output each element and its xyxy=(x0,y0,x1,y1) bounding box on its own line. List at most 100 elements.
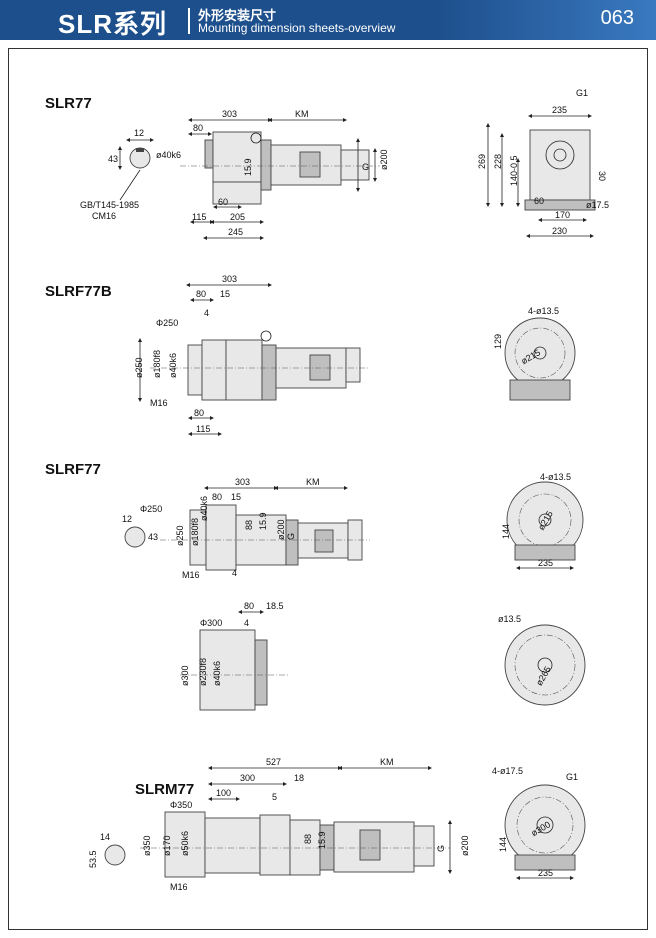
slrm77-side-holes: 4-ø17.5 xyxy=(492,766,523,776)
slrf77-dim-180: ø180f8 xyxy=(190,518,200,546)
slr77-dim-80: 80 xyxy=(193,123,203,133)
slrf77-gear-housing xyxy=(205,504,237,571)
slrf77-dim-12: 12 xyxy=(122,514,132,524)
slrm77-dim-18: 18 xyxy=(294,773,304,783)
slrm77-dim-14: 14 xyxy=(100,832,110,842)
slr77-side-30: 30 xyxy=(597,171,607,181)
slr77-dim-245: 245 xyxy=(228,227,243,237)
header-bar: SLR系列 外形安装尺寸 Mounting dimension sheets-o… xyxy=(0,0,656,40)
slrm77-shaft: ø50k6 xyxy=(180,831,190,856)
slrf77-side-235: 235 xyxy=(538,558,553,568)
variant300-section: 80 18.5 Φ300 4 ø300 ø230f8 ø40k6 ø13.5 ø… xyxy=(180,601,586,711)
slrf77b-dim-80b: 80 xyxy=(194,408,204,418)
variant300-side-flange xyxy=(504,624,586,706)
slr77-side-60: 60 xyxy=(534,196,544,206)
slrf77-dim-159: 15.9 xyxy=(258,512,268,530)
slrm77-side-144: 144 xyxy=(498,837,508,852)
page-number: 063 xyxy=(600,7,634,29)
slrf77-side-holes: 4-ø13.5 xyxy=(540,472,571,482)
header-divider xyxy=(188,8,190,34)
slrm77-model-label: SLRM77 xyxy=(135,781,194,798)
slrf77b-side-129: 129 xyxy=(493,334,503,349)
slrf77-dim-80: 80 xyxy=(212,492,222,502)
slr77-centre-hole: CM16 xyxy=(92,211,116,221)
header-subtitle-cn: 外形安装尺寸 xyxy=(198,8,277,23)
slrf77-model-label: SLRF77 xyxy=(45,461,101,478)
slrf77-dim-g: G xyxy=(286,533,296,540)
slr77-side-235: 235 xyxy=(552,105,567,115)
variant300-dim-80: 80 xyxy=(244,601,254,611)
slr77-standard: GB/T145-1985 xyxy=(80,200,139,210)
slr77-dim-205: 205 xyxy=(230,212,245,222)
variant300-dim-185: 18.5 xyxy=(266,601,284,611)
slr77-gear-housing xyxy=(212,131,262,183)
slrm77-dim-527: 527 xyxy=(266,757,281,767)
slr77-dim-12: 12 xyxy=(134,128,144,138)
slrf77-dim-4: 4 xyxy=(232,568,237,578)
slr77-dim-60: 60 xyxy=(218,197,228,207)
variant300-shaft: ø40k6 xyxy=(212,661,222,686)
variant300-side-hole: ø13.5 xyxy=(498,614,521,624)
slrf77b-m16: M16 xyxy=(150,398,168,408)
slr77-dim-159: 15.9 xyxy=(243,158,253,176)
slrf77b-flange: Φ250 xyxy=(156,318,178,328)
slr77-side-269: 269 xyxy=(477,154,487,169)
variant300-dim-300: ø300 xyxy=(180,665,190,686)
variant300-flange-body xyxy=(199,629,256,711)
slr77-side-140: 140-0.5 xyxy=(509,155,519,186)
slr77-side-g1: G1 xyxy=(576,88,588,98)
slrm77-side-g1: G1 xyxy=(566,772,578,782)
slrm77-dim-159: 15.9 xyxy=(317,831,327,849)
slrf77b-shaft: ø40k6 xyxy=(168,353,178,378)
slr77-model-label: SLR77 xyxy=(45,95,92,112)
slrm77-dim-88: 88 xyxy=(303,834,313,844)
slrf77b-dim-4: 4 xyxy=(204,308,209,318)
slrm77-dim-170: ø170 xyxy=(162,835,172,856)
slrf77b-dim-115: 115 xyxy=(196,424,210,434)
slrf77-dim-88: 88 xyxy=(244,520,254,530)
slrf77b-dim-15: 15 xyxy=(220,289,230,299)
slrf77b-gear-housing xyxy=(225,339,263,401)
slr77-shaft-dia: ø40k6 xyxy=(156,150,181,160)
slrf77-dim-43: 43 xyxy=(148,532,158,542)
slrf77-m16: M16 xyxy=(182,570,200,580)
slrf77-dim-15: 15 xyxy=(231,492,241,502)
slrf77b-section: SLRF77B 303 80 15 4 Φ250 ø250 ø180f8 ø40… xyxy=(45,274,576,436)
slrf77-flange: Φ250 xyxy=(140,504,162,514)
slrf77-dim-km: KM xyxy=(306,477,320,487)
slrf77b-model-label: SLRF77B xyxy=(45,283,112,300)
slrm77-side-235: 235 xyxy=(538,868,553,878)
variant300-flange: Φ300 xyxy=(200,618,222,628)
slr77-side-175: ø17.5 xyxy=(586,200,609,210)
slr77-dim-km: KM xyxy=(295,109,309,119)
header-subtitle-en: Mounting dimension sheets-overview xyxy=(198,21,396,35)
slr77-keyway xyxy=(136,148,144,152)
variant300-dim-4: 4 xyxy=(244,618,249,628)
slr77-side-228: 228 xyxy=(493,154,503,169)
slr77-side-230: 230 xyxy=(552,226,567,236)
slrm77-dim-535: 53.5 xyxy=(88,850,98,868)
slr77-dim-115: 115 xyxy=(192,212,206,222)
slr77-dim-200: ø200 xyxy=(379,149,389,170)
slr77-dim-303: 303 xyxy=(222,109,237,119)
slrm77-dim-km: KM xyxy=(380,757,394,767)
slrm77-dim-100: 100 xyxy=(216,788,231,798)
slr77-dim-43: 43 xyxy=(108,154,118,164)
slrf77b-dim-303: 303 xyxy=(222,274,237,284)
drawing-frame xyxy=(8,48,648,930)
slr77-section: SLR77 12 43 ø40k6 303 KM 80 15.9 G ø200 … xyxy=(45,88,609,240)
slrf77b-dim-250: ø250 xyxy=(134,357,144,378)
slrm77-dim-g: G xyxy=(436,845,446,852)
slrf77b-side-holes: 4-ø13.5 xyxy=(528,306,559,316)
series-title: SLR系列 xyxy=(58,9,168,39)
slrf77-dim-200: ø200 xyxy=(276,519,286,540)
slrf77-dim-250: ø250 xyxy=(175,525,185,546)
slrm77-m16: M16 xyxy=(170,882,188,892)
slr77-dim-g: G xyxy=(362,162,369,172)
slrf77b-dim-80: 80 xyxy=(196,289,206,299)
slrm77-section: SLRM77 14 53.5 527 KM 300 18 100 5 Φ350 … xyxy=(88,757,586,892)
slr77-side-view xyxy=(529,129,591,201)
slrm77-flange: Φ350 xyxy=(170,800,192,810)
slrm77-dim-200: ø200 xyxy=(460,835,470,856)
